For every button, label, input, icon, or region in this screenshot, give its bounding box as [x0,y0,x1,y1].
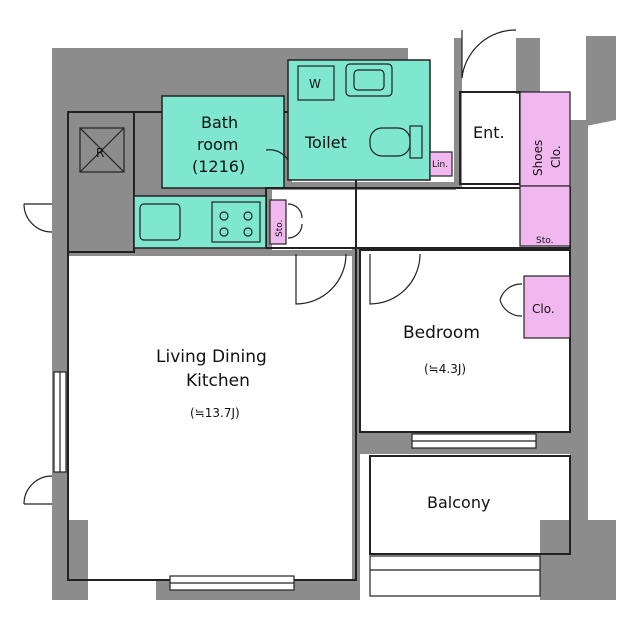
kitchen-storage-label: Sto. [275,220,285,237]
ldk-label-1: Living Dining [156,347,267,367]
kitchen-storage-door-arc [287,203,303,239]
bedroom-closet [523,275,571,339]
burner-icon [243,211,253,221]
shoes-label-1: Shoes [531,140,545,176]
burner-icon [243,227,253,237]
left-door-bottom-arc [23,475,53,505]
bathroom-label-3: (1216) [192,157,245,176]
burner-icon [219,227,229,237]
entrance-door-arc [461,29,517,79]
bedroom [359,249,571,433]
closet-door-arc [499,283,523,317]
hall-storage-label: Sto. [536,236,553,246]
left-door-top-arc [23,203,53,233]
toilet-label: Toilet [304,133,347,152]
ldk-area: (≒13.7J) [190,406,240,420]
balcony [369,455,571,555]
bedroom-closet-label: Clo. [532,302,555,316]
bathroom-label-2: room [197,135,238,154]
sink-basin-icon [353,69,385,91]
stove-icon [211,201,261,243]
balcony-label: Balcony [427,493,490,512]
sink-icon [345,63,393,97]
ventilation-icon: R [79,127,125,173]
shoes-label-2: Clo. [549,145,563,168]
balcony-rail [369,555,541,597]
burner-icon [219,211,229,221]
entrance-label: Ent. [473,123,505,142]
toilet-tank-icon [409,125,423,159]
washer-box [297,65,335,101]
washer-label: W [309,77,321,91]
bedroom-door-arc [369,253,421,305]
shoe-closet [519,91,571,187]
vent-label: R [96,146,104,160]
bath-door-arc [265,149,289,161]
ldk-label-2: Kitchen [186,371,250,391]
bedroom-label: Bedroom [403,323,480,343]
kitchen-sink-icon [139,203,181,241]
linen-label: Lin. [432,160,448,170]
kitchen-counter [133,195,267,249]
ldk-door-arc [295,253,347,305]
bathroom-label-1: Bath [201,113,238,132]
shoe-closet-lower [519,185,571,247]
bathroom [161,95,285,189]
kitchen-strip [67,111,135,253]
washroom-toilet [287,59,431,181]
bedroom-area: (≒4.3J) [424,362,466,376]
kitchen-storage [269,199,287,245]
linen-closet [429,151,453,177]
